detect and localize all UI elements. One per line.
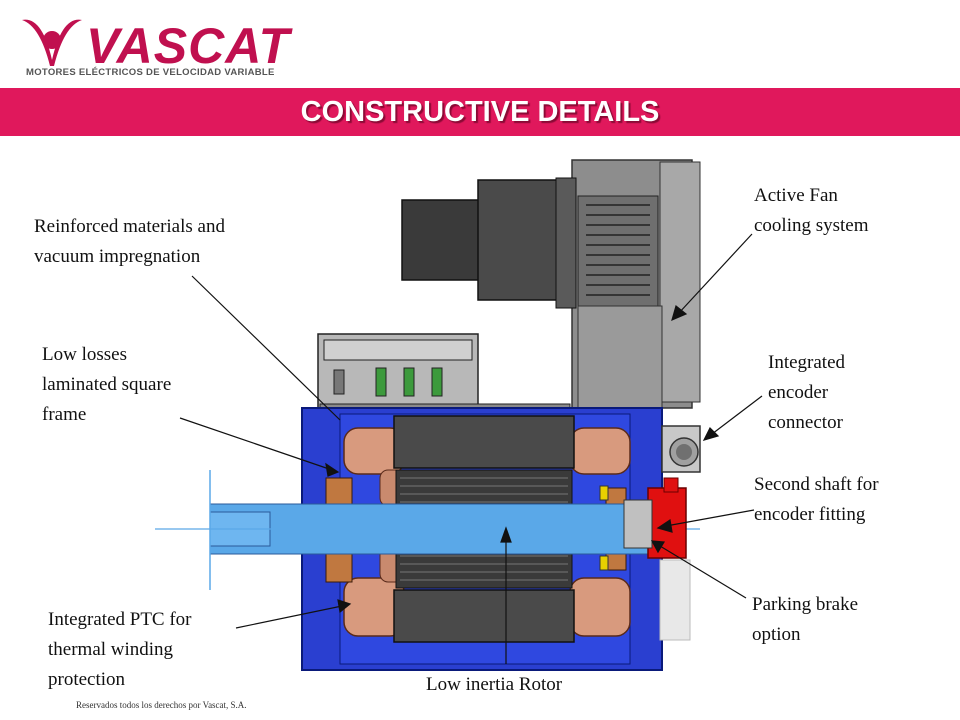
callout-active-fan: Active Fan cooling system bbox=[754, 185, 869, 236]
callout-integrated-ptc: Integrated PTC for thermal winding prote… bbox=[48, 609, 192, 690]
terminal-box bbox=[317, 333, 571, 417]
arrow-rotor bbox=[500, 526, 512, 543]
stator-laminations bbox=[393, 415, 575, 643]
leader-encoder-connector bbox=[711, 395, 763, 435]
callout-laminated-frame: Low losses laminated square frame bbox=[42, 344, 172, 425]
encoder-connector bbox=[661, 425, 701, 473]
arrow-second-shaft bbox=[656, 518, 673, 533]
callout-second-shaft: Second shaft for encoder fitting bbox=[754, 474, 879, 525]
arrow-ptc bbox=[337, 599, 352, 614]
fan-housing bbox=[571, 159, 701, 409]
arrow-encoder-connector bbox=[702, 426, 720, 441]
page-title: CONSTRUCTIVE DETAILS bbox=[300, 96, 660, 128]
callout-encoder-connector: Integrated encoder connector bbox=[768, 352, 846, 433]
fan-motor bbox=[401, 177, 577, 309]
title-band: CONSTRUCTIVE DETAILS bbox=[0, 88, 960, 136]
callout-low-inertia-rotor: Low inertia Rotor bbox=[426, 674, 563, 695]
leader-brake bbox=[659, 545, 747, 599]
callout-reinforced-materials: Reinforced materials and vacuum impregna… bbox=[34, 216, 225, 267]
leader-second-shaft bbox=[665, 509, 755, 527]
leader-fan bbox=[677, 233, 753, 315]
logo-wordmark: VASCAT bbox=[86, 18, 291, 74]
callout-parking-brake: Parking brake option bbox=[752, 594, 859, 645]
leader-lines bbox=[179, 233, 763, 664]
arrow-fan bbox=[671, 304, 688, 322]
leader-laminated bbox=[179, 417, 333, 471]
leader-reinforced bbox=[191, 275, 341, 421]
vascat-logo: VASCAT MOTORES ELÉCTRICOS DE VELOCIDAD V… bbox=[18, 14, 289, 84]
arrow-laminated bbox=[325, 462, 340, 477]
stator-windings bbox=[343, 427, 631, 637]
logo-tagline: MOTORES ELÉCTRICOS DE VELOCIDAD VARIABLE bbox=[26, 67, 275, 78]
bearings bbox=[325, 477, 627, 583]
footer-copyright: Reservados todos los derechos por Vascat… bbox=[76, 700, 247, 710]
vascat-logo-mark bbox=[22, 19, 82, 66]
leader-ptc bbox=[235, 605, 343, 629]
end-cover bbox=[659, 559, 691, 641]
arrow-brake bbox=[650, 540, 666, 554]
